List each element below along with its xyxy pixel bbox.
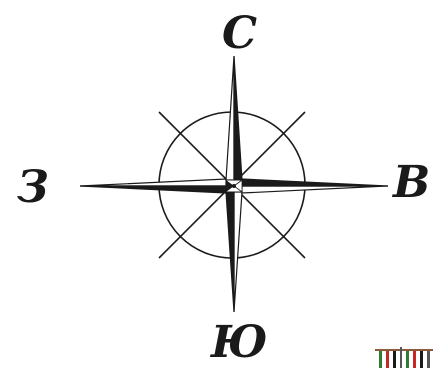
south-label: Ю bbox=[211, 321, 268, 365]
east-point bbox=[242, 179, 388, 193]
north-point bbox=[226, 56, 242, 180]
compass-center bbox=[226, 180, 242, 192]
north-label: С bbox=[222, 12, 257, 56]
east-label: В bbox=[393, 161, 430, 205]
west-point bbox=[80, 179, 226, 193]
south-point bbox=[226, 192, 242, 312]
west-label: З bbox=[17, 166, 49, 210]
corner-logo-fragment bbox=[373, 345, 437, 368]
